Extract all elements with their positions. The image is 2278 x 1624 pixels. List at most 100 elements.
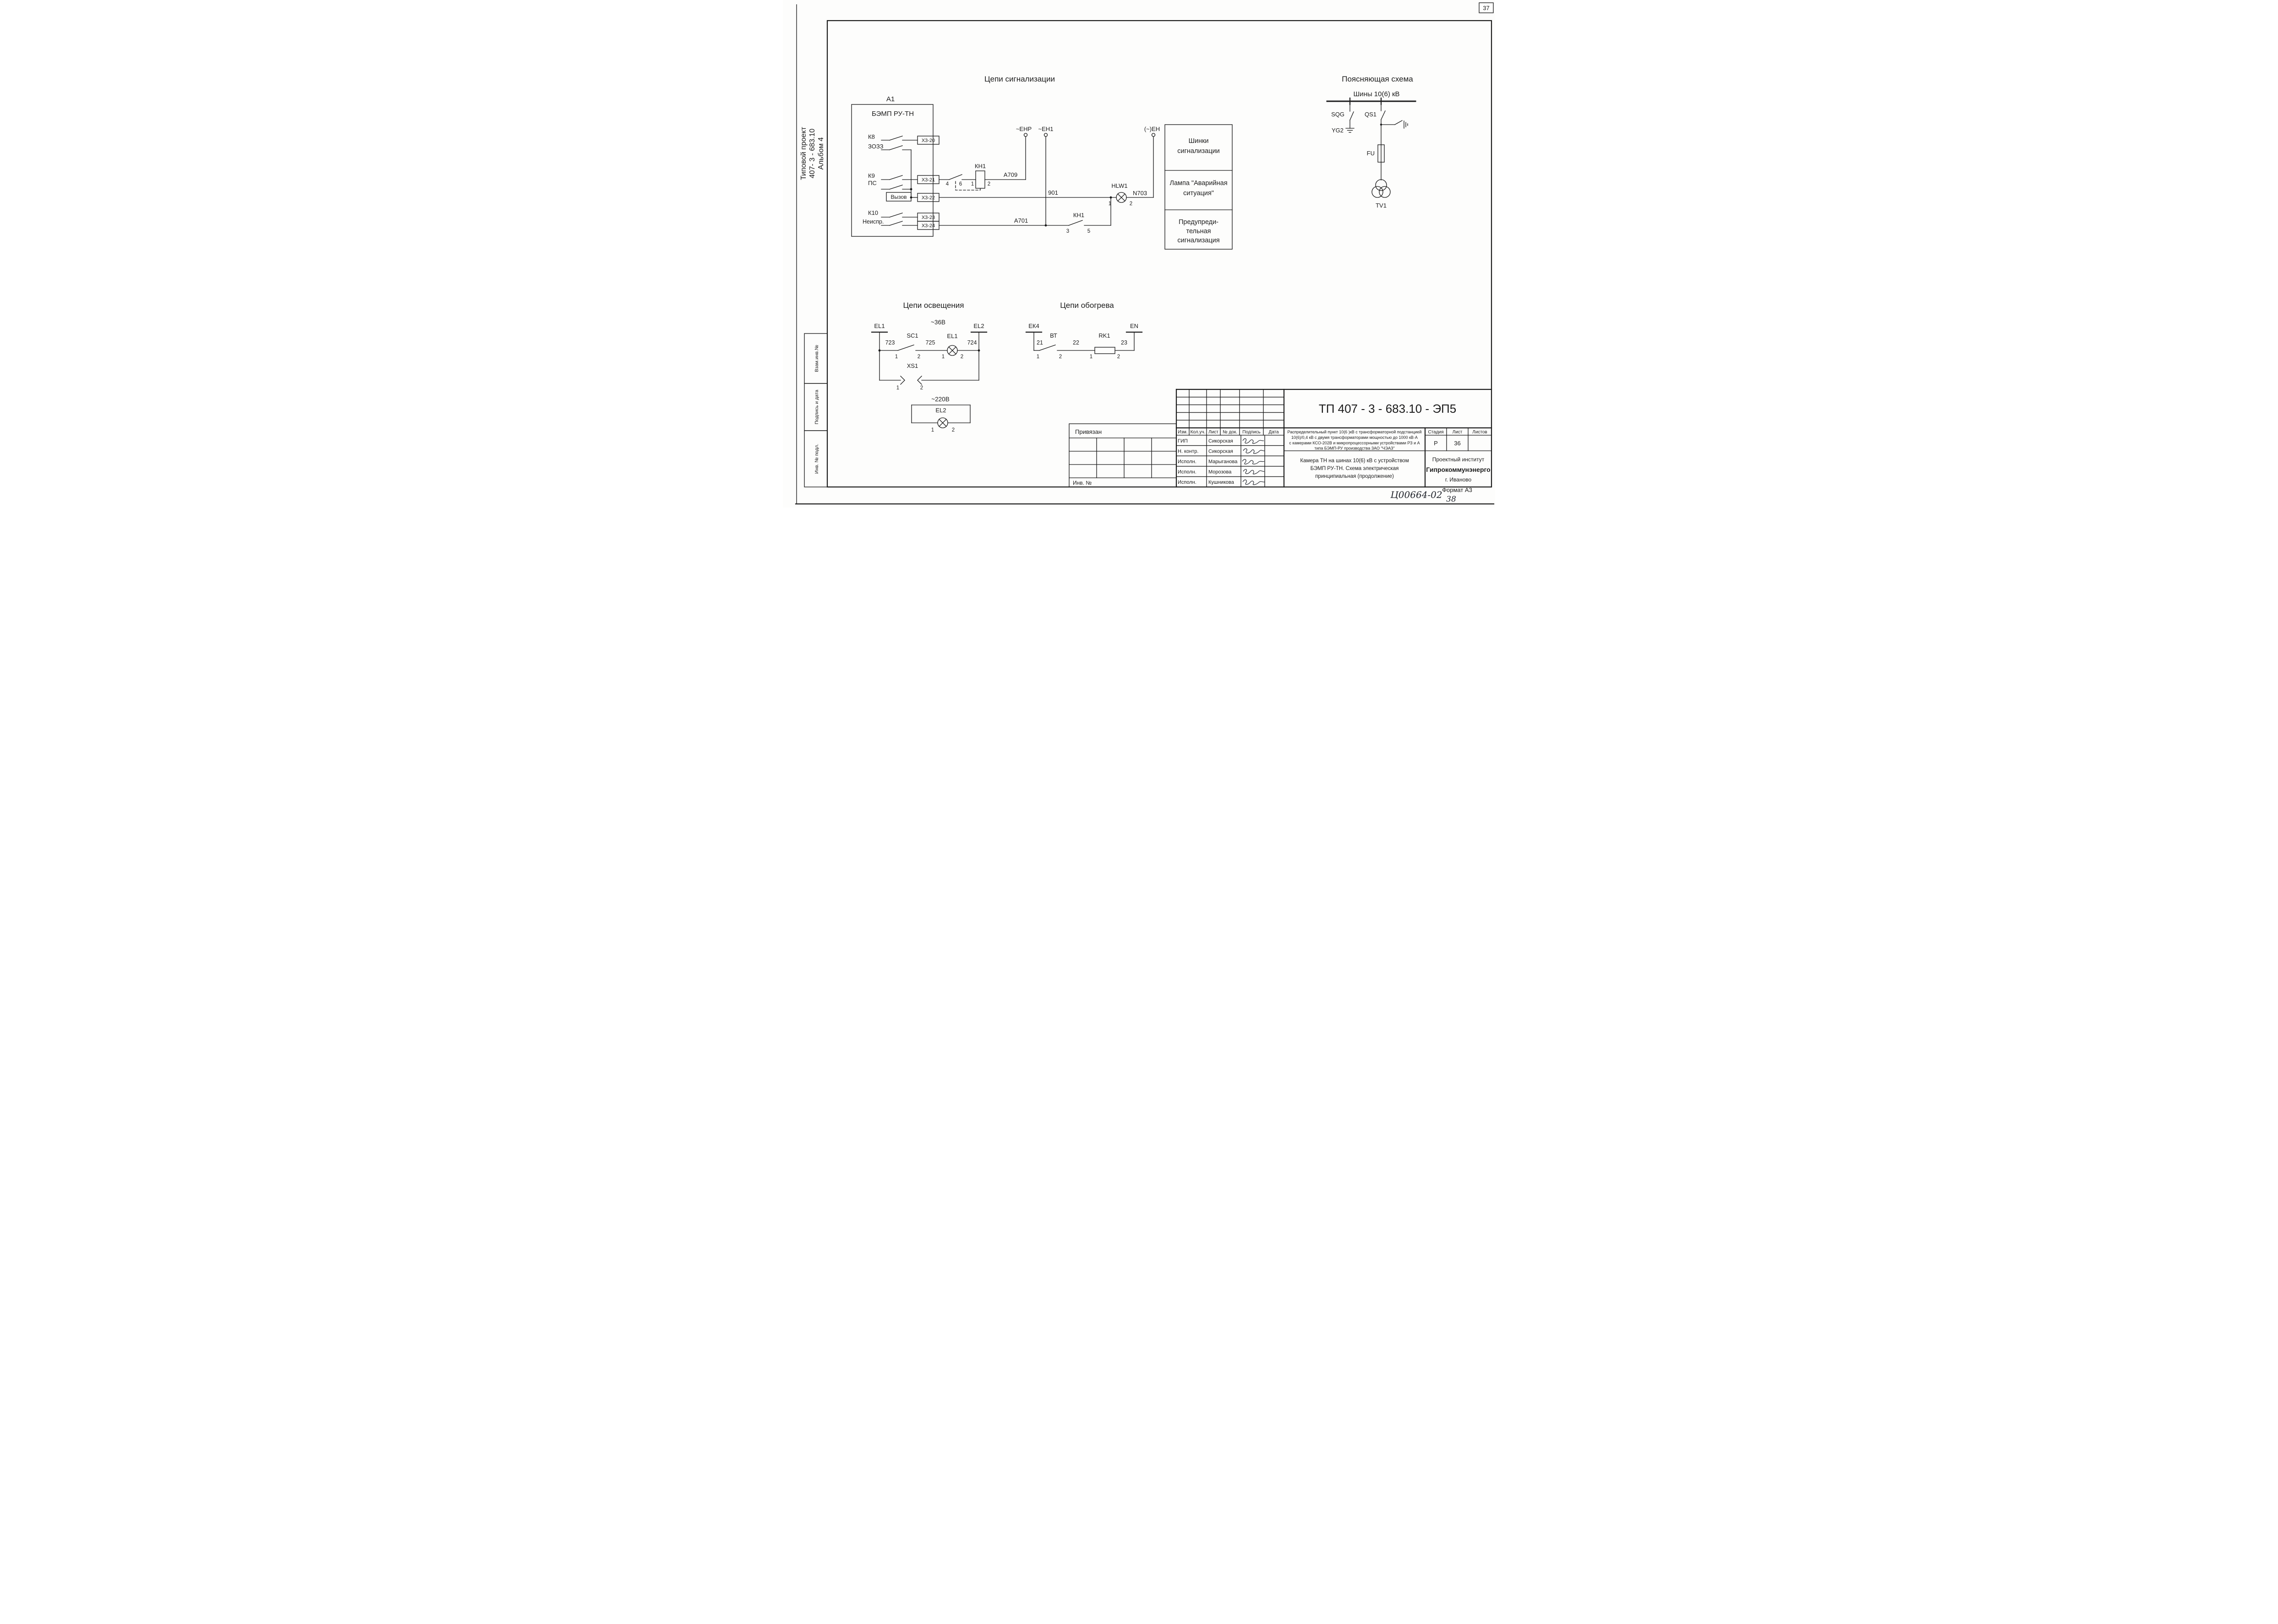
- el1-pin-2: 2: [961, 354, 963, 360]
- terminal-x3-20-label: Х3-20: [922, 138, 935, 143]
- kh1-contact-pin-3: 3: [1066, 229, 1069, 234]
- org-line2: Гипрокоммунэнерго: [1426, 466, 1490, 473]
- col-koluch: Кол.уч.: [1191, 430, 1206, 435]
- wire-725-label: 725: [926, 339, 935, 346]
- row2-role: Н. контр.: [1178, 449, 1198, 454]
- bt-pin-2: 2: [1059, 354, 1062, 360]
- rk1-label: RK1: [1098, 332, 1110, 339]
- a1-k9-func: ПС: [868, 180, 877, 186]
- row3-role: Исполн.: [1178, 459, 1196, 465]
- kh1-contact-branch: А701 КН1 3 5: [939, 196, 1112, 234]
- a1-k10-func: Неиспр.: [863, 219, 884, 225]
- voltage-220-label: ~220В: [931, 396, 949, 403]
- project-line-1: Типовой проект: [800, 126, 808, 180]
- kh1-coil: [975, 170, 985, 189]
- tv1-label: TV1: [1376, 202, 1387, 209]
- signature-squiggle: [1242, 479, 1265, 485]
- el2-pin-2: 2: [952, 427, 955, 433]
- stamp-podpis-label: Подпись и дата: [814, 390, 819, 425]
- el2-pin-1: 1: [931, 427, 934, 433]
- kh1-coil-branch: 4 6 1 2 КН1 А709: [939, 163, 1026, 191]
- el1-pin-1: 1: [942, 354, 945, 360]
- sqg-earthing-switch: SQG YG2: [1331, 101, 1355, 134]
- handwritten-code: Ц00664-02: [1390, 489, 1442, 500]
- legend-cell2-line2: ситуация": [1183, 190, 1214, 197]
- left-margin: Типовой проект 407- 3 - 683.10 Альбом 4 …: [800, 126, 828, 487]
- legend-cell1-line1: Шинки: [1189, 137, 1209, 145]
- wire-n703-label: N703: [1133, 190, 1147, 197]
- stamp-vzam-label: Взам.инв.№: [814, 345, 819, 372]
- row3-name: Марыганова: [1208, 459, 1238, 465]
- a1-k8-func: ЗОЗЗ: [868, 143, 884, 150]
- sc1-label: SC1: [907, 332, 918, 339]
- signature-squiggle: [1242, 438, 1264, 444]
- organization: Проектный институт Гипрокоммунэнерго г. …: [1426, 456, 1490, 483]
- a1-box: [851, 104, 934, 237]
- handwritten-sheet-number: 38: [1446, 495, 1456, 504]
- net-eh-terminal: [1151, 133, 1156, 137]
- wire-23-label: 23: [1121, 339, 1127, 346]
- row4-role: Исполн.: [1178, 470, 1196, 475]
- net-ehp-label: ~ЕНР: [1016, 126, 1032, 132]
- ek4-terminal-label: ЕК4: [1028, 323, 1039, 329]
- row2-name: Сикорская: [1208, 449, 1233, 454]
- project-line-2: 407- 3 - 683.10: [808, 129, 816, 179]
- signature-squiggle: [1242, 459, 1265, 465]
- legend-cell3-line1: Предупреди-: [1179, 219, 1218, 226]
- bt-pin-1: 1: [1037, 354, 1039, 360]
- wire-723-label: 723: [885, 339, 895, 346]
- signal-title: Цепи сигнализации: [984, 75, 1055, 83]
- drawing-sheet: 37 Типовой проект 407- 3 - 683.10 Альбом…: [783, 0, 1495, 508]
- stamp-inv-label: Инв. № подл.: [814, 444, 819, 474]
- row4-name: Морозова: [1208, 470, 1232, 475]
- xs1-pin-1: 1: [896, 385, 899, 391]
- sheets-header: Листов: [1472, 430, 1487, 435]
- heating-section: Цепи обогрева ЕК4 21 ВТ 1 2 22 RK1 1 2 2…: [1025, 301, 1143, 360]
- terminal-x3-22-label: Х3-22: [922, 195, 935, 201]
- lighting-section: Цепи освещения ~36В EL1 723 SC1 1 2 725 …: [871, 301, 988, 433]
- terminal-x3-20: [917, 136, 940, 145]
- corner-sheet-number: 37: [1479, 2, 1494, 13]
- binding-label: Привязан: [1075, 428, 1102, 435]
- desc-line3: с камерами КСО-202В и микропроцессорными…: [1289, 441, 1420, 445]
- kh1-contact-ref: КН1: [1073, 212, 1084, 219]
- el1-lamp-label: EL1: [947, 333, 957, 339]
- org-line1: Проектный институт: [1432, 456, 1485, 463]
- scan-edges: [795, 4, 1495, 505]
- el2-lamp: [937, 417, 948, 428]
- en-terminal-label: EN: [1130, 323, 1138, 329]
- sheet-value: 36: [1454, 440, 1460, 447]
- bus-label: Шины 10(6) кВ: [1353, 90, 1399, 98]
- kh1-coil-ref: КН1: [975, 163, 986, 170]
- a1-terminals: Х3-20 Х3-21 Х3-22 Х3-23 Х3-24: [917, 136, 940, 230]
- xs1-pin-2: 2: [920, 385, 923, 391]
- fu-label: FU: [1367, 150, 1375, 157]
- sheet-name-line1: Камера ТН на шинах 10(6) кВ с устройство…: [1300, 458, 1409, 464]
- desc-line1: Распределительный пункт 10(6 )кВ с транс…: [1288, 430, 1422, 434]
- lighting-voltage: ~36В: [931, 319, 945, 326]
- wire-901-label: 901: [1048, 189, 1058, 196]
- explanatory-title: Поясняющая схема: [1342, 75, 1413, 83]
- lamp-branch: 901 HLW1 1 2 N703: [939, 182, 1154, 207]
- net-eh-label: (~)ЕН: [1144, 126, 1160, 132]
- bt-label: ВТ: [1050, 332, 1057, 339]
- hlw1-ref: HLW1: [1111, 182, 1127, 189]
- a1-name: БЭМП РУ-ТН: [872, 110, 914, 118]
- row1-role: ГИП: [1178, 438, 1188, 444]
- qs1-disconnector: QS1: [1365, 101, 1408, 145]
- lamp-220v: ~220В EL2 1 2: [911, 396, 971, 433]
- org-line3: г. Иваново: [1445, 476, 1472, 483]
- wire-21-label: 21: [1037, 339, 1043, 346]
- kh1-contact-pin-5: 5: [1087, 229, 1090, 234]
- terminal-x3-21-label: Х3-21: [922, 177, 935, 183]
- stage-value: Р: [1434, 440, 1438, 447]
- signal-legend-box: Шинки сигнализации Лампа "Аварийная ситу…: [1164, 124, 1233, 250]
- fu-fuse: FU: [1367, 144, 1385, 180]
- format-label: Формат А3: [1442, 487, 1472, 493]
- col-podpis: Подпись: [1242, 430, 1261, 435]
- sheet-header: Лист: [1453, 430, 1463, 435]
- terminal-x3-24-label: Х3-24: [922, 223, 935, 229]
- col-list: Лист: [1208, 430, 1218, 435]
- legend-cell3-line2: тельная: [1186, 228, 1211, 235]
- wire-a701-label: А701: [1014, 217, 1028, 224]
